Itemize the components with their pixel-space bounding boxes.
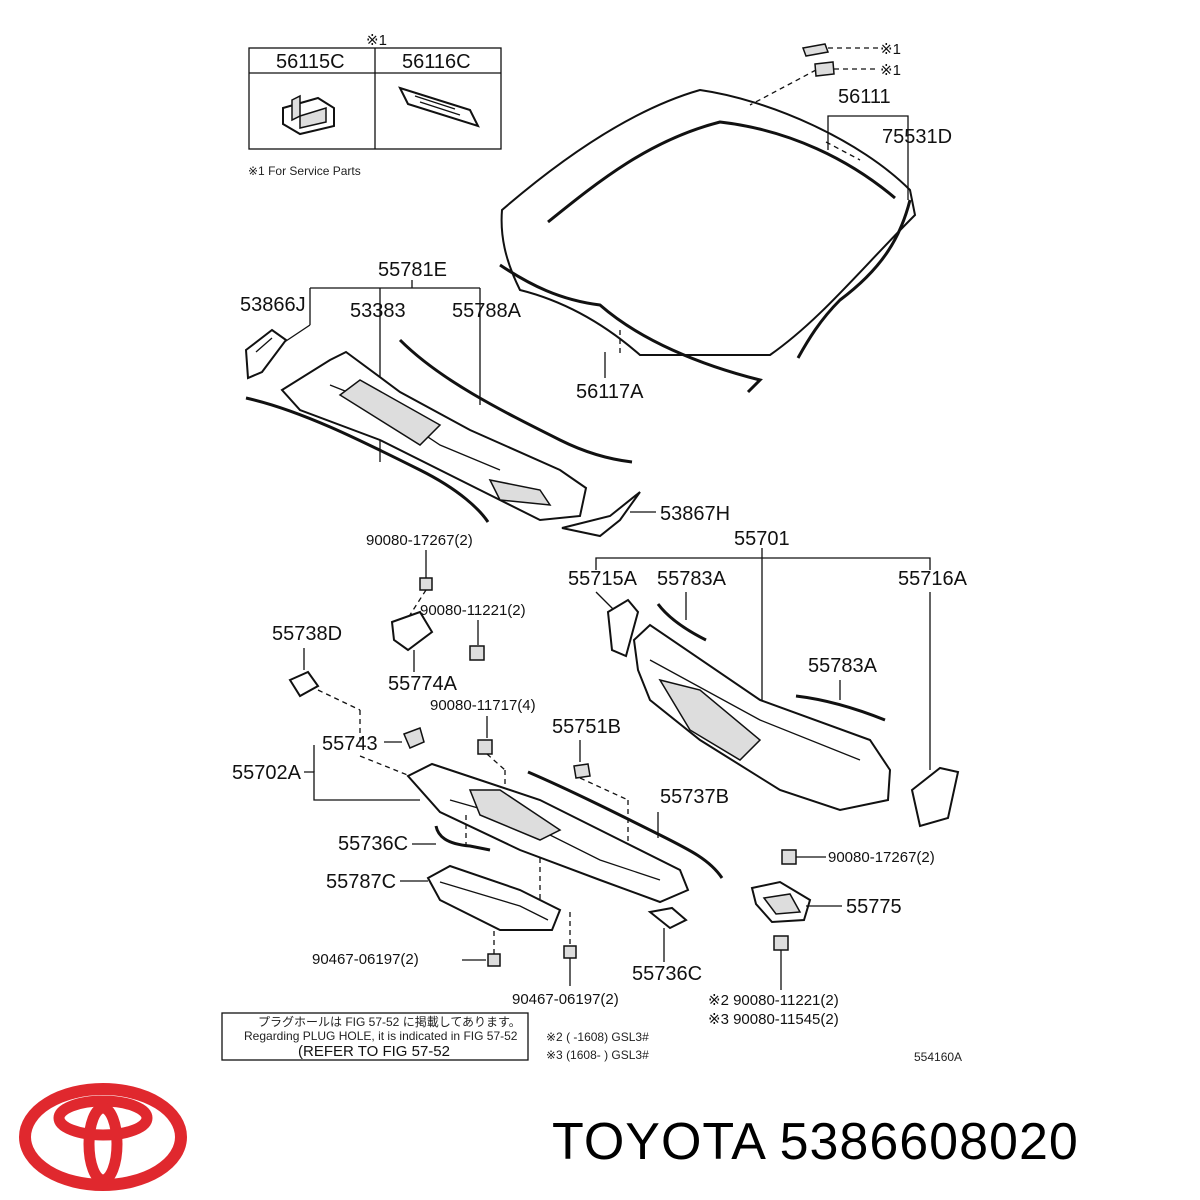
clip-55743-drawing	[403, 727, 425, 749]
figure-code: 554160A	[914, 1050, 962, 1064]
part-label-90080-11545: ※3 90080-11545(2)	[708, 1011, 839, 1028]
part-number: 5386608020	[779, 1113, 1079, 1171]
bolt-icon-e	[773, 935, 789, 951]
part-label-55716A: 55716A	[898, 568, 968, 590]
service-note-mark: ※1	[366, 32, 387, 49]
windshield-drawing	[499, 43, 917, 394]
brand-part-number-title: TOYOTA 5386608020	[552, 1112, 1079, 1172]
part-label-90080-11221-a: 90080-11221(2)	[420, 602, 526, 619]
bolt-icon-b	[469, 645, 485, 661]
part-label-90080-17267-b: 90080-17267(2)	[828, 849, 935, 866]
toyota-logo-icon	[19, 1083, 187, 1191]
part-label-56116C: 56116C	[402, 51, 471, 73]
bolt-icon-a	[419, 577, 433, 591]
part-label-55781E: 55781E	[378, 259, 447, 281]
bolt-icon-d	[781, 849, 797, 865]
part-label-55736C-left: 55736C	[338, 833, 408, 855]
part-label-75531D: 75531D	[882, 126, 952, 148]
part-label-55774A: 55774A	[388, 673, 458, 695]
bracket-55774A-drawing	[390, 610, 434, 652]
part-label-55751B: 55751B	[552, 716, 621, 738]
part-label-55743: 55743	[322, 733, 378, 755]
part-label-53867H: 53867H	[660, 503, 730, 525]
part-label-55775: 55775	[846, 896, 902, 918]
cap-55738D-drawing	[288, 670, 320, 698]
screw-icon-a	[563, 945, 577, 959]
part-label-90467-06197-b: 90467-06197(2)	[512, 991, 619, 1008]
clip-55751B-drawing	[573, 763, 591, 779]
part-label-55787C: 55787C	[326, 871, 396, 893]
part-label-55737B: 55737B	[660, 786, 729, 808]
service-mark-2: ※1	[880, 62, 901, 79]
part-label-55738D: 55738D	[272, 623, 342, 645]
clip-56115C-drawing	[282, 94, 335, 136]
note-jp-line: プラグホールは FIG 57-52 に掲載してあります。	[258, 1014, 521, 1029]
cowl-top-drawing	[244, 328, 641, 538]
part-label-55702A: 55702A	[232, 762, 302, 784]
part-label-56115C: 56115C	[276, 51, 345, 73]
note-2: ※2 ( -1608) GSL3#	[546, 1030, 649, 1044]
bolt-icon-c	[477, 739, 493, 755]
note-en-line: Regarding PLUG HOLE, it is indicated in …	[244, 1029, 518, 1043]
note-refer-line: (REFER TO FIG 57-52	[298, 1043, 450, 1060]
part-label-56117A: 56117A	[576, 381, 644, 403]
part-label-90080-11717: 90080-11717(4)	[430, 697, 536, 714]
clip-part-b	[814, 61, 835, 77]
clip-56116C-drawing	[398, 86, 480, 128]
part-label-55788A: 55788A	[452, 300, 522, 322]
part-label-53866J: 53866J	[240, 294, 306, 316]
part-label-90467-06197-a: 90467-06197(2)	[312, 951, 419, 968]
part-label-55736C-right: 55736C	[632, 963, 702, 985]
service-parts-box: ※1 56115C 56116C ※1 For Service Parts	[248, 32, 502, 178]
note-3: ※3 (1608- ) GSL3#	[546, 1048, 649, 1062]
brand-name: TOYOTA	[552, 1113, 765, 1171]
cowl-side-panel-drawing	[406, 762, 724, 931]
service-mark-1: ※1	[880, 41, 901, 58]
part-label-90080-11221-b: ※2 90080-11221(2)	[708, 992, 839, 1009]
cowl-panel-drawing	[606, 598, 960, 828]
part-label-55701: 55701	[734, 528, 790, 550]
part-label-90080-17267-a: 90080-17267(2)	[366, 532, 473, 549]
part-label-56111: 56111	[838, 86, 891, 108]
service-parts-footnote: ※1 For Service Parts	[248, 164, 361, 178]
part-label-53383: 53383	[350, 300, 406, 322]
plug-hole-note-box: プラグホールは FIG 57-52 に掲載してあります。 Regarding P…	[221, 1012, 529, 1061]
part-label-55783A-upper: 55783A	[657, 568, 727, 590]
part-label-55715A: 55715A	[568, 568, 638, 590]
clip-part-a	[801, 43, 830, 57]
screw-icon-b	[487, 953, 501, 967]
part-label-55783A-lower: 55783A	[808, 655, 878, 677]
